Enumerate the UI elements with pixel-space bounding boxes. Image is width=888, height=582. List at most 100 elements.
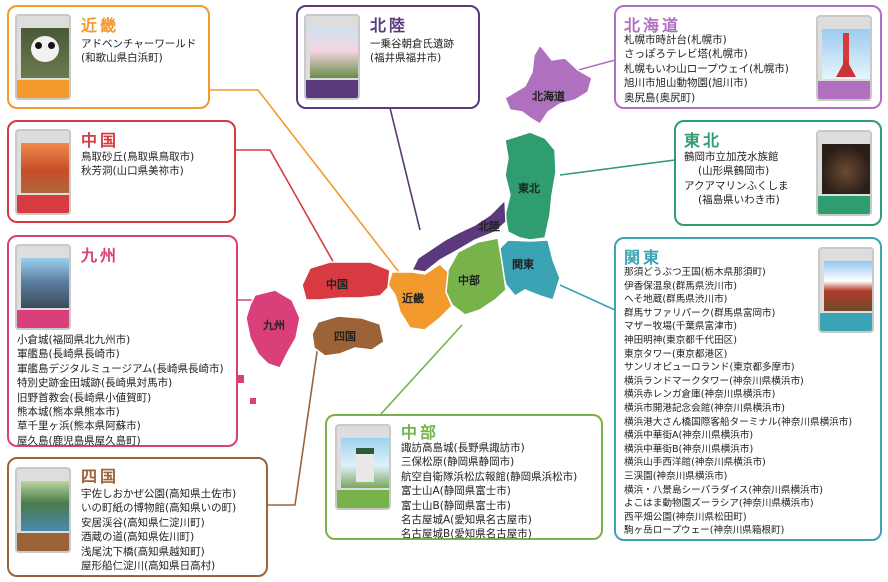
list-item: いの町紙の博物館(高知県いの町) [81,502,237,515]
list-item: 航空自衛隊浜松広報館(静岡県浜松市) [401,470,578,483]
island-photo [21,258,69,308]
region-shikoku[interactable] [311,315,385,357]
title-chubu: 中部 [401,423,440,442]
list-item: 富士山A(静岡県富士市) [401,485,511,498]
region-hokkaido[interactable] [504,43,593,126]
map-label-kinki: 近畿 [402,291,424,305]
panel-chugoku: 中国 鳥取砂丘(鳥取県鳥取市) 秋芳洞(山口県美祢市) [7,120,236,223]
list-item: 東京タワー(東京都港区) [624,348,728,360]
connector-lines [210,59,676,506]
panda-photo [21,28,69,78]
list-hokuriku: 一乗谷朝倉氏遺跡 (福井県福井市) [370,37,454,66]
map-label-kyushu: 九州 [262,318,285,332]
card-chugoku [15,129,71,215]
list-item: 秋芳洞(山口県美祢市) [81,165,184,178]
region-hokuriku[interactable] [410,198,507,273]
list-item: 浅尾沈下橋(高知県越知町) [81,545,205,558]
list-kyushu: 小倉城(福岡県北九州市) 軍艦島(長崎県長崎市) 軍艦島デジタルミュージアム(長… [17,333,224,448]
list-item: 諏訪高島城(長野県諏訪市) [401,442,525,454]
list-item: さっぽろテレビ塔(札幌市) [624,48,748,61]
map-label-chugoku: 中国 [326,277,348,291]
list-item: 名古屋城A(愛知県名古屋市) [401,514,532,527]
list-item: 那須どうぶつ王国(栃木県那須町) [624,267,766,278]
region-tohoku[interactable] [504,131,557,241]
list-item: へそ地蔵(群馬県渋川市) [624,294,728,306]
title-hokuriku: 北陸 [370,16,409,35]
map-label-hokkaido: 北海道 [532,89,565,103]
map-label-tohoku: 東北 [518,181,540,195]
list-item: 横浜中華街B(神奈川県横浜市) [624,443,754,455]
castle-photo [341,438,389,488]
list-item: 富士山B(静岡県富士市) [401,499,511,512]
garden-photo [310,28,358,78]
card-chubu [335,424,391,510]
card-kyushu [15,244,71,330]
list-item: 西平畑公園(神奈川県松田町) [624,511,747,523]
list-item: 安居渓谷(高知県仁淀川町) [81,516,205,529]
region-kinki[interactable] [387,263,453,331]
list-item: 横浜・八景島シーパラダイス(神奈川県横浜市) [624,484,823,496]
panel-kanto: 関東 那須どうぶつ王国(栃木県那須町) 伊香保温泉(群馬県渋川市) へそ地蔵(群… [614,237,882,541]
list-item: 旭川市旭山動物園(旭川市) [624,77,748,90]
list-item: 特別史跡金田城跡(長崎県対馬市) [17,377,173,390]
river-photo [21,481,69,531]
list-item: 横浜赤レンガ倉庫(神奈川県横浜市) [624,389,776,401]
list-item: よこはま動物園ズーラシア(神奈川県横浜市) [624,498,814,510]
title-kyushu: 九州 [81,246,120,265]
title-kanto: 関東 [624,248,663,267]
list-kinki: アドベンチャーワールド (和歌山県白浜町) [81,37,196,66]
map-label-chubu: 中部 [458,273,480,287]
walrus-photo [822,144,870,194]
list-item: 三渓園(神奈川県横浜市) [624,470,728,482]
list-item: アドベンチャーワールド [81,38,197,50]
list-item: 駒ヶ岳ロープウェー(神奈川県箱根町) [624,525,785,537]
panel-tohoku: 東北 鶴岡市立加茂水族館 (山形県鶴岡市) アクアマリンふくしま (福島県いわき… [674,120,882,226]
list-item: 札幌市時計台(札幌市) [624,34,727,46]
connector-chubu [379,324,463,416]
list-item: 神田明神(東京都千代田区) [624,334,738,346]
panel-hokkaido: 北海道 札幌市時計台(札幌市) さっぽろテレビ塔(札幌市) 札幌もいわ山ロープウ… [614,5,882,109]
list-item: (山形県鶴岡市) [698,165,770,178]
connector-hokuriku [389,107,421,231]
list-item: 横浜市開港記念会館(神奈川県横浜市) [624,402,785,414]
title-kinki: 近畿 [81,16,120,35]
region-kyushu[interactable] [245,289,301,369]
list-chugoku: 鳥取砂丘(鳥取県鳥取市) 秋芳洞(山口県美祢市) [81,150,194,179]
list-item: サンリオピューロランド(東京都多摩市) [624,362,795,374]
title-chugoku: 中国 [81,131,120,150]
title-shikoku: 四国 [81,467,120,486]
list-item: 旧野首教会(長崎県小値賀町) [17,391,152,404]
list-kanto: 那須どうぶつ王国(栃木県那須町) 伊香保温泉(群馬県渋川市) へそ地蔵(群馬県渋… [624,266,852,538]
card-shikoku [15,467,71,553]
list-chubu: 諏訪高島城(長野県諏訪市) 三保松原(静岡県静岡市) 航空自衛隊浜松広報館(静岡… [401,441,577,542]
list-item: 熊本城(熊本県熊本市) [17,406,120,419]
list-item: 名古屋城B(愛知県名古屋市) [401,528,532,541]
list-item: 屋形船仁淀川(高知県日高村) [81,560,216,573]
list-item: 群馬サファリパーク(群馬県富岡市) [624,307,776,319]
connector-kanto [559,284,616,311]
list-hokkaido: 札幌市時計台(札幌市) さっぽろテレビ塔(札幌市) 札幌もいわ山ロープウェイ(札… [624,33,789,105]
list-item: アクアマリンふくしま [684,179,789,192]
list-item: 小倉城(福岡県北九州市) [17,334,131,346]
card-kanto [818,247,874,333]
list-item: 軍艦島(長崎県長崎市) [17,348,120,361]
list-item: マザー牧場(千葉県富津市) [624,321,738,333]
list-shikoku: 宇佐しおかぜ公園(高知県土佐市) いの町紙の博物館(高知県いの町) 安居渓谷(高… [81,487,236,573]
title-tohoku: 東北 [684,131,723,150]
list-item: 軍艦島デジタルミュージアム(長崎県長崎市) [17,362,224,375]
region-chugoku[interactable] [301,261,391,301]
list-item: 屋久島(鹿児島県屋久島町) [17,434,141,447]
list-item: 三保松原(静岡県静岡市) [401,456,515,469]
list-item: 横浜港大さん橋国際客船ターミナル(神奈川県横浜市) [624,416,853,428]
list-item: 酒蔵の道(高知県佐川町) [81,531,195,544]
panel-chubu: 中部 諏訪高島城(長野県諏訪市) 三保松原(静岡県静岡市) 航空自衛隊浜松広報館… [325,414,603,540]
shrine-photo [824,261,872,311]
list-item: 草千里ヶ浜(熊本県阿蘇市) [17,420,141,433]
tower-photo [822,29,870,79]
card-hokuriku [304,14,360,100]
list-item: (和歌山県白浜町) [81,52,163,65]
title-hokkaido: 北海道 [624,16,682,35]
card-kinki [15,14,71,100]
list-item: (福井県福井市) [370,52,442,65]
